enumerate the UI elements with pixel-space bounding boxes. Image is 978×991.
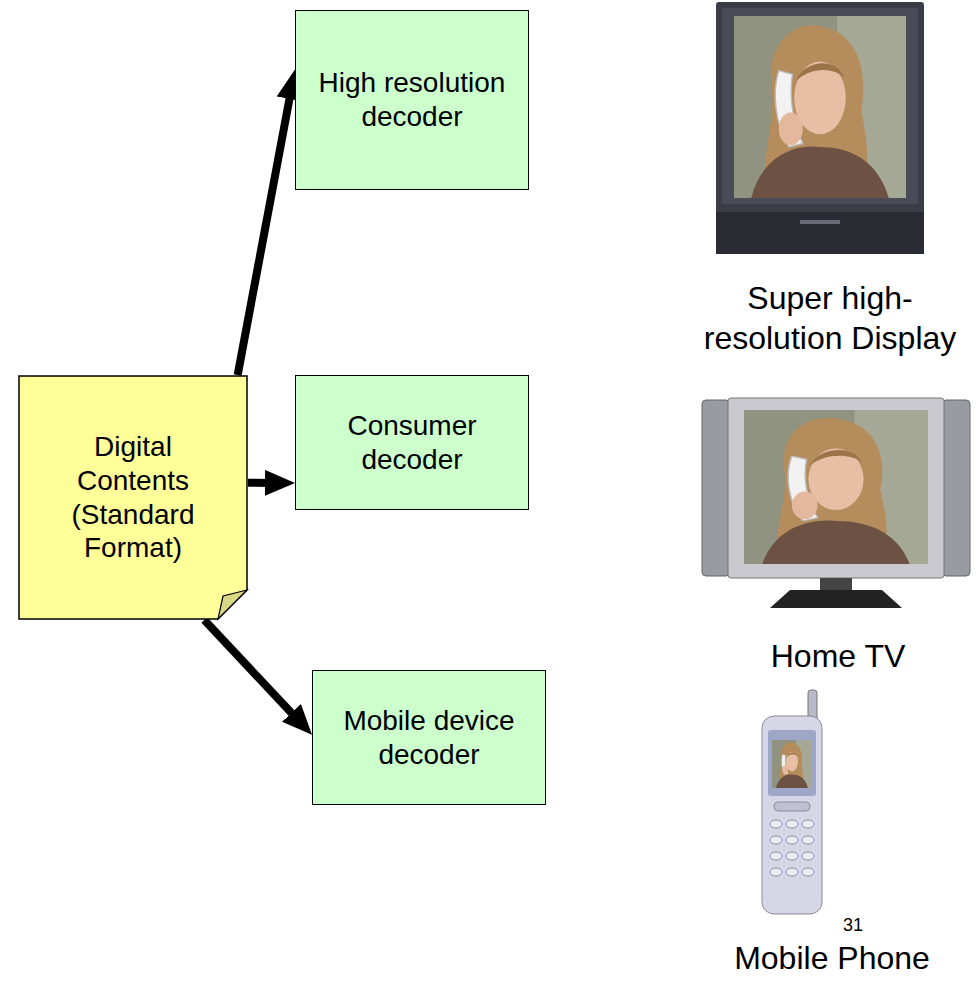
phone-body [762, 716, 822, 914]
node-text: High resolution decoder [306, 66, 518, 133]
node-text: Digital Contents (Standard Format) [63, 430, 203, 564]
tv-base [716, 212, 924, 254]
phone-nav-key [774, 802, 810, 811]
tv-picture [734, 16, 906, 198]
node-text: Consumer decoder [306, 409, 518, 476]
device-label: Mobile Phone [707, 938, 957, 978]
tv-speaker [702, 400, 730, 576]
phone-screen-frame [768, 730, 816, 796]
tv-cabinet [716, 2, 924, 254]
tv-picture [744, 410, 928, 564]
page-number: 31 [833, 914, 873, 937]
note-body [19, 376, 247, 619]
mobile-phone [762, 690, 822, 914]
tv-stand [770, 590, 902, 608]
tv-logo [800, 220, 840, 224]
tv-bezel [722, 8, 918, 204]
decoder-box: Consumer decoder [295, 375, 529, 510]
tv-neck [820, 578, 852, 592]
arrow-connector [238, 91, 291, 375]
flat-panel-tv [702, 398, 970, 608]
arrow-connector [204, 620, 297, 719]
tv-speaker [942, 400, 970, 576]
note-outline [18, 375, 248, 620]
projection-tv [716, 2, 924, 254]
note-box: Digital Contents (Standard Format) [18, 375, 248, 620]
phone-picture [772, 740, 812, 788]
decoder-box: Mobile device decoder [312, 670, 546, 805]
device-label: Super high-resolution Display [685, 278, 975, 358]
phone-keypad [770, 820, 814, 876]
node-text: Mobile device decoder [323, 704, 535, 771]
decoder-box: High resolution decoder [295, 10, 529, 190]
note-fold [218, 590, 247, 619]
device-label: Home TV [728, 636, 948, 676]
tv-frame [728, 398, 944, 578]
arrow-connector [248, 479, 273, 487]
